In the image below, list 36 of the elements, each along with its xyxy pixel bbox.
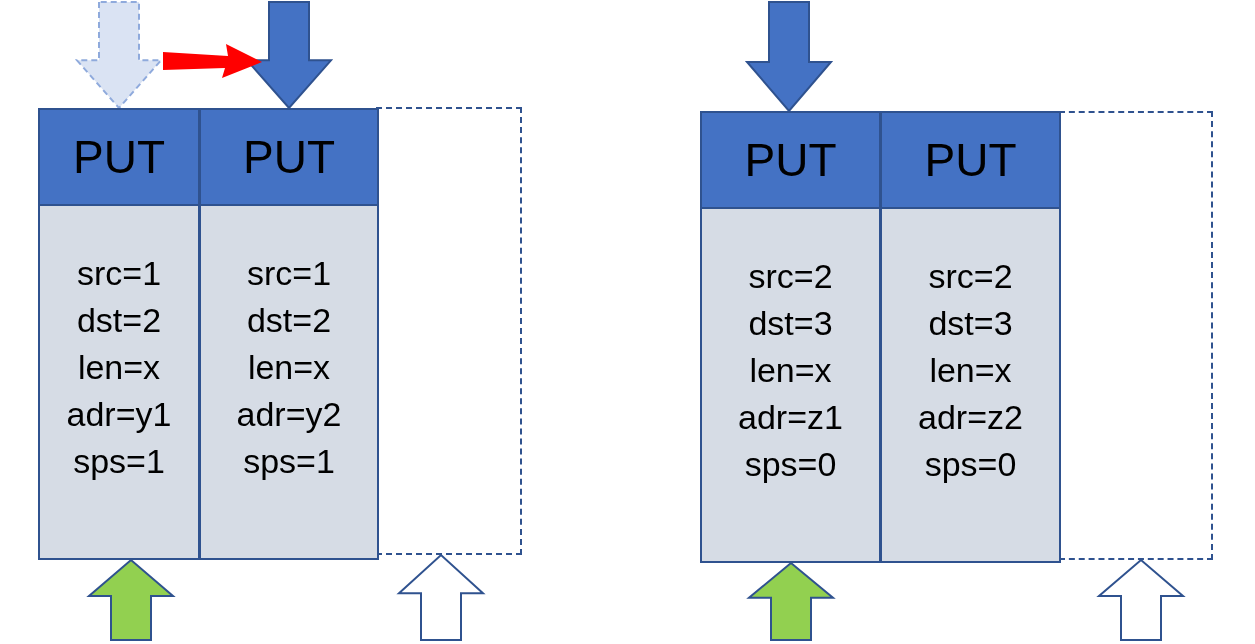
field-text: src=2	[928, 256, 1013, 297]
field-text: sps=0	[924, 444, 1017, 485]
empty-slot	[1059, 111, 1213, 560]
field-text: src=1	[246, 253, 332, 294]
block-arrow	[744, 1, 834, 113]
queue-slot	[199, 108, 379, 560]
field-text: adr=z1	[738, 397, 843, 438]
slot-header: PUT	[882, 113, 1059, 209]
queue-slot	[38, 108, 200, 560]
block-arrow	[1096, 558, 1186, 641]
slot-header: PUT	[40, 110, 198, 206]
block-arrow	[396, 553, 486, 641]
slot-header: PUT	[201, 110, 377, 206]
field-text: dst=2	[246, 300, 332, 341]
field-text: sps=1	[73, 441, 165, 482]
field-text: len=x	[929, 350, 1012, 391]
field-text: src=2	[748, 256, 833, 297]
block-arrow	[86, 558, 176, 641]
field-text: dst=3	[928, 303, 1013, 344]
field-text: src=1	[76, 253, 162, 294]
queue-slot	[700, 111, 881, 563]
field-text: adr=z2	[918, 397, 1023, 438]
field-text: len=x	[77, 347, 161, 388]
field-text: adr=y1	[66, 394, 172, 435]
field-text: len=x	[247, 347, 331, 388]
block-arrow	[746, 561, 836, 641]
field-text: dst=3	[748, 303, 833, 344]
block-arrow	[74, 1, 164, 110]
empty-slot	[376, 107, 522, 555]
field-text: dst=2	[76, 300, 162, 341]
field-text: sps=0	[744, 444, 837, 485]
queue-slot	[880, 111, 1061, 563]
field-text: sps=1	[243, 441, 335, 482]
slot-header: PUT	[702, 113, 879, 209]
field-text: len=x	[749, 350, 832, 391]
field-text: adr=y2	[236, 394, 342, 435]
